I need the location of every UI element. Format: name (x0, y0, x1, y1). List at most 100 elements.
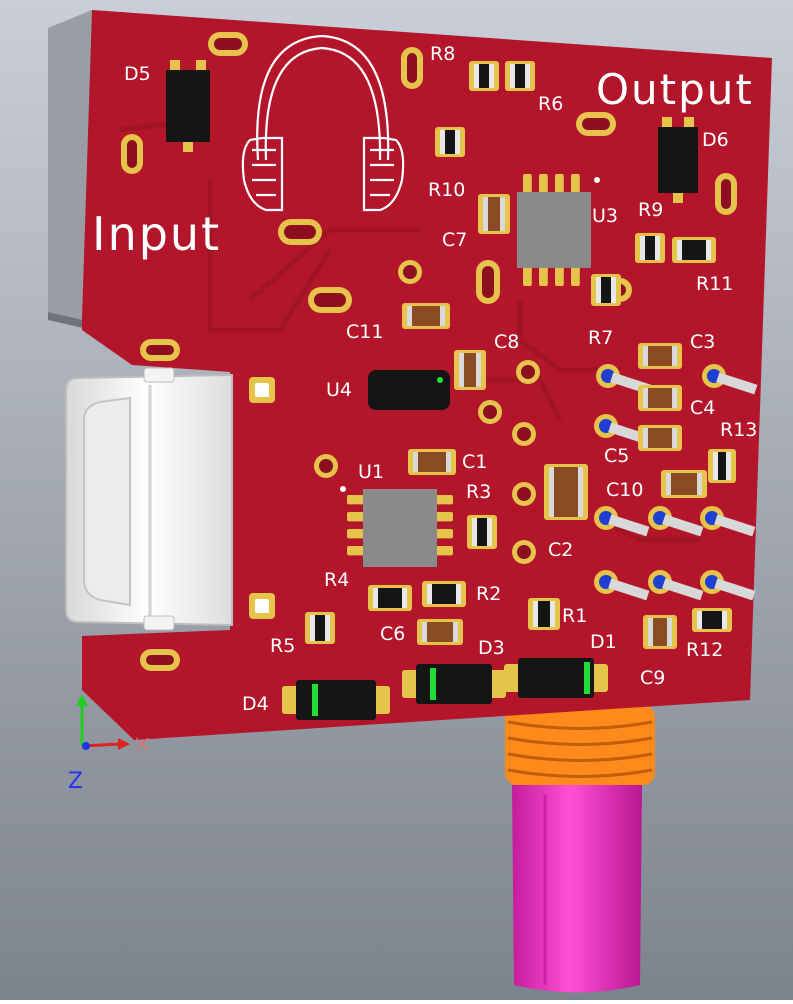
pot-pin-lead (714, 514, 756, 537)
ic-pin (555, 266, 564, 286)
pot-pin-lead (662, 578, 704, 601)
designator-c10: C10 (606, 479, 643, 501)
ic-pin (347, 546, 365, 556)
axis-triad: Z (68, 694, 149, 794)
smd-resistor (435, 127, 465, 157)
pot-pin-lead (608, 578, 650, 601)
pad-hole (146, 345, 174, 355)
smd-resistor (692, 608, 732, 632)
pad-hole (146, 655, 174, 665)
designator-r12: R12 (686, 639, 723, 661)
smd-capacitor (454, 350, 486, 390)
ic-pin (523, 174, 532, 194)
sot-body (658, 127, 698, 193)
through-hole-pad (401, 47, 423, 89)
component-layer (166, 60, 736, 720)
resistor-body (479, 64, 489, 88)
smd-resistor (469, 61, 499, 91)
resistor-body (702, 611, 722, 629)
smd-resistor (467, 515, 497, 549)
via-pad (512, 540, 536, 564)
via-pad (700, 506, 756, 537)
designator-r3: R3 (466, 481, 491, 503)
capacitor-body (464, 353, 476, 387)
ic-pin (571, 266, 580, 286)
axis-y-arrow (76, 694, 88, 706)
designator-c3: C3 (690, 331, 715, 353)
usb-connector-inner (83, 396, 131, 607)
resistor-body (601, 277, 611, 303)
sot-pad (196, 60, 206, 72)
designator-c8: C8 (494, 331, 519, 353)
resistor-body (682, 240, 706, 260)
smd-diode (282, 680, 390, 720)
through-hole-pad (249, 377, 275, 403)
pad-hole (255, 599, 269, 613)
resistor-body (378, 588, 402, 608)
pad-hole (255, 383, 269, 397)
usb-tab-top (143, 367, 175, 383)
via-hole (517, 545, 531, 559)
sot-pad (684, 117, 694, 129)
pad-hole (482, 266, 494, 298)
designator-r6: R6 (538, 93, 563, 115)
through-hole-pad (576, 112, 616, 136)
designator-r10: R10 (428, 179, 465, 201)
designator-u4: U4 (326, 379, 352, 401)
via-pad (314, 454, 338, 478)
diode-cathode-band (584, 662, 590, 694)
designator-r5: R5 (270, 635, 295, 657)
pot-thread-ridges (507, 720, 653, 778)
diode-body (296, 680, 376, 720)
through-hole-pad (308, 287, 352, 313)
ic-pin (347, 512, 365, 522)
designator-c2: C2 (548, 539, 573, 561)
pad-hole (127, 140, 137, 168)
diode-body (518, 658, 594, 698)
through-hole-pad (278, 219, 322, 245)
through-hole-pad (208, 32, 248, 56)
via-pad (700, 570, 756, 601)
through-hole-pad (715, 173, 737, 215)
resistor-body (538, 601, 550, 627)
capacitor-body (412, 306, 440, 326)
diode-cathode-band (430, 668, 436, 700)
sot-package (658, 117, 698, 203)
through-hole-pad (249, 593, 275, 619)
axis-x-ghost-b (135, 737, 149, 751)
headphones-icon (241, 34, 405, 212)
via-hole (483, 405, 497, 419)
designator-d1: D1 (590, 631, 617, 653)
board-edge-shadow (48, 10, 92, 322)
designator-r4: R4 (324, 569, 349, 591)
smd-diode (402, 664, 506, 704)
ic-pin (571, 174, 580, 194)
designator-r9: R9 (638, 199, 663, 221)
capacitor-body (418, 452, 446, 472)
smd-capacitor (402, 303, 450, 329)
capacitor-body (427, 622, 453, 642)
pot-pin-lead (714, 578, 756, 601)
designator-c11: C11 (346, 321, 383, 343)
ic-pin (435, 529, 453, 539)
pot-pin-lead (662, 514, 704, 537)
smd-capacitor (478, 194, 510, 234)
ic-pin (347, 495, 365, 505)
pot-pin-lead (716, 372, 758, 395)
smd-capacitor (638, 385, 682, 411)
smd-resistor (305, 612, 335, 644)
capacitor-body (648, 428, 672, 448)
ic-pin (555, 174, 564, 194)
sot-pad (662, 117, 672, 129)
potentiometer[interactable] (505, 705, 655, 993)
designator-c6: C6 (380, 623, 405, 645)
smd-resistor (528, 598, 560, 630)
designator-c4: C4 (690, 397, 715, 419)
capacitor-body (648, 388, 672, 408)
via-pad (512, 422, 536, 446)
via-hole (517, 427, 531, 441)
usb-connector[interactable] (65, 367, 233, 631)
